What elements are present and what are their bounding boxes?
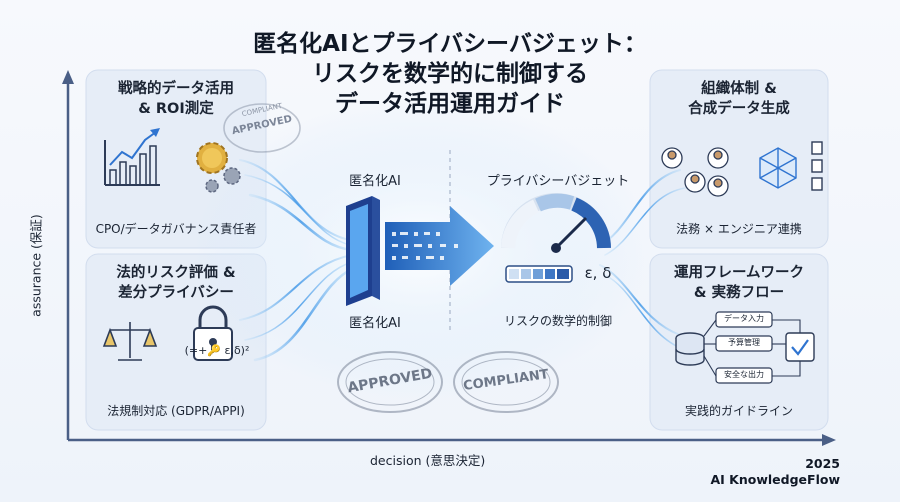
gear-icon [196,142,241,193]
page-title-line-3: データ活用運用ガイド [335,91,565,117]
scales-icon [102,322,158,361]
people-icon [661,147,729,197]
roi-chart-icon [104,128,160,186]
budget-bar [505,265,573,283]
page-title-line-2: リスクを数学的に制御する [312,61,588,87]
budget-gauge [501,193,611,253]
flow-step-budget: 予算管理 [728,338,760,347]
ops-title-1: 運用フレームワーク [673,265,805,281]
roi-title-1: 戦略的データ活用 [118,81,234,97]
roi-title-2: & ROI測定 [138,101,214,117]
y-axis-label: assurance (保証) [28,214,44,317]
budget-symbol: ε, δ [584,264,612,282]
roi-caption: CPO/データガバナンス責任者 [95,222,257,236]
y-axis [62,70,74,440]
org-title-1: 組織体制 & [701,81,777,97]
data-streams [239,159,686,362]
lock-icon [193,305,233,361]
footer-brand: AI KnowledgeFlow [710,472,841,487]
workflow-diagram [675,311,815,384]
x-axis [68,434,836,446]
footer-year: 2025 [805,456,840,471]
approved-stamp-small [223,103,301,153]
transform-arrow [385,206,494,286]
legal-caption: 法規制対応 (GDPR/APPI) [107,404,245,418]
flow-step-input: データ入力 [724,314,764,323]
anonymizer-panel [346,196,380,306]
approved-stamp-large [337,351,443,413]
budget-label: プライバシーバジェット [486,174,630,189]
budget-caption: リスクの数学的制御 [503,314,612,328]
anon-label: 匿名化AI [349,174,401,189]
flow-step-output: 安全な出力 [724,370,764,379]
compliant-stamp-large [453,351,559,413]
card-org [649,69,829,249]
page-title-line-1: 匿名化AIとプライバシーバジェット： [253,31,647,57]
anon-caption: 匿名化AI [349,316,401,331]
ops-title-2: & 実務フロー [693,285,785,301]
dp-formula: (=+🔑 ε,δ)² [184,344,250,357]
legal-title-1: 法的リスク評価 & [116,265,236,281]
x-axis-label: decision (意思決定) [370,453,486,468]
org-title-2: 合成データ生成 [688,101,790,117]
org-caption: 法務 × エンジニア連携 [676,222,802,236]
synthetic-data-icon [759,141,823,191]
ops-caption: 実践的ガイドライン [684,404,793,418]
legal-title-2: 差分プライバシー [118,285,234,301]
